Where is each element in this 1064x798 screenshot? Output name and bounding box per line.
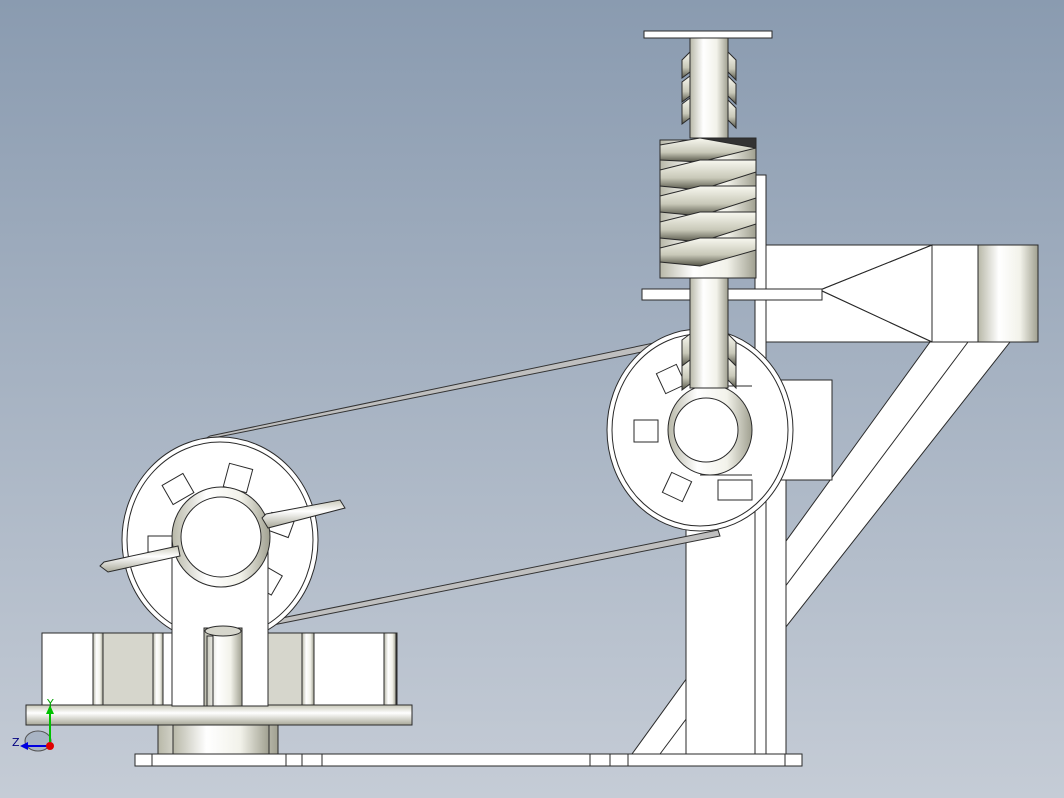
left-base-plate <box>25 704 413 726</box>
base-plate <box>134 753 803 767</box>
worm-threads <box>659 137 757 267</box>
y-axis-label: Y <box>46 697 54 710</box>
support-frame <box>631 174 1039 755</box>
z-axis-label: Z <box>12 736 20 749</box>
right-pulley <box>606 328 794 532</box>
left-hub <box>171 486 271 588</box>
coordinate-triad: Y Z <box>12 697 54 752</box>
left-blade-arm <box>99 499 346 573</box>
worm-shaft <box>643 30 773 391</box>
x-axis-dot <box>46 742 54 750</box>
